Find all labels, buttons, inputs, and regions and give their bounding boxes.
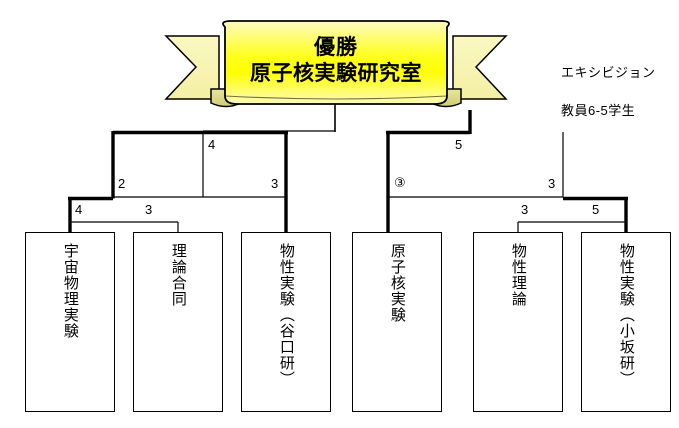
team-label: 物性実験（小坂研） (617, 243, 635, 387)
team-label: 理論合同 (169, 243, 187, 307)
team-box-bussei-kosaka[interactable]: 物性実験（小坂研） (581, 232, 671, 412)
champion-banner: 優勝 原子核実験研究室 (163, 16, 509, 116)
team-box-riron-godo[interactable]: 理論合同 (133, 232, 223, 412)
team-box-uchu-butsuri-jikken[interactable]: 宇宙物理実験 (25, 232, 115, 412)
team-label: 原子核実験 (388, 243, 406, 323)
score-semi-right-right: 3 (548, 176, 556, 191)
score-final-left: 4 (208, 137, 216, 152)
team-box-genshikaku-jikken[interactable]: 原子核実験 (352, 232, 442, 412)
score-quarter-left-right: 3 (145, 202, 153, 217)
team-box-bussei-riron[interactable]: 物性理論 (473, 232, 563, 412)
score-semi-left-right: 3 (271, 176, 279, 191)
team-box-bussei-taniguchi[interactable]: 物性実験（谷口研） (241, 232, 331, 412)
score-semi-right-left: ③ (394, 175, 406, 190)
score-semi-left-left: 2 (118, 176, 126, 191)
exhibition-label: エキシビジョン (561, 65, 656, 80)
team-label: 物性実験（谷口研） (277, 243, 295, 387)
score-final-right: 5 (455, 137, 463, 152)
exhibition-score: 教員6-5学生 (561, 103, 636, 118)
score-quarter-right-left: 3 (521, 202, 529, 217)
team-label: 宇宙物理実験 (61, 243, 79, 339)
score-quarter-left-left: 4 (75, 202, 83, 217)
team-label: 物性理論 (509, 243, 527, 307)
score-quarter-right-right: 5 (592, 202, 600, 217)
